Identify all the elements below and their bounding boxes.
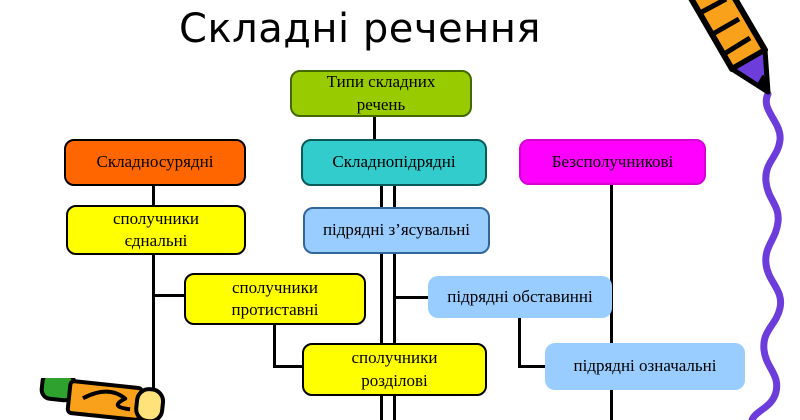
connector-line xyxy=(518,365,547,368)
connector-line xyxy=(518,316,521,368)
connector-line xyxy=(393,186,396,420)
node-subordinate-attributive: підрядні означальні xyxy=(545,343,745,390)
connector-line xyxy=(152,186,155,420)
connector-line xyxy=(273,323,276,368)
connector-line xyxy=(152,294,186,297)
page-title: Складні речення xyxy=(179,6,541,52)
node-complex-subordinate: Складнопідрядні xyxy=(301,139,487,186)
connector-line xyxy=(380,186,383,420)
node-conjunctions-adversative: сполучники протиставні xyxy=(184,273,366,325)
node-subordinate-explanatory: підрядні з’ясувальні xyxy=(303,207,490,254)
connector-line xyxy=(393,296,430,299)
connector-line xyxy=(373,117,376,140)
node-compound: Складносурядні xyxy=(64,139,246,186)
node-conjunctions-disjunctive: сполучники розділові xyxy=(302,343,487,396)
node-asyndetic: Безсполучникові xyxy=(519,139,706,185)
node-conjunctions-copulative: сполучники єднальні xyxy=(66,205,246,255)
node-subordinate-adverbial: підрядні обставинні xyxy=(428,276,612,318)
connector-line xyxy=(273,365,304,368)
pencil-icon xyxy=(39,378,166,420)
pencil-icon xyxy=(688,0,771,95)
node-root-types: Типи складних речень xyxy=(290,70,472,117)
